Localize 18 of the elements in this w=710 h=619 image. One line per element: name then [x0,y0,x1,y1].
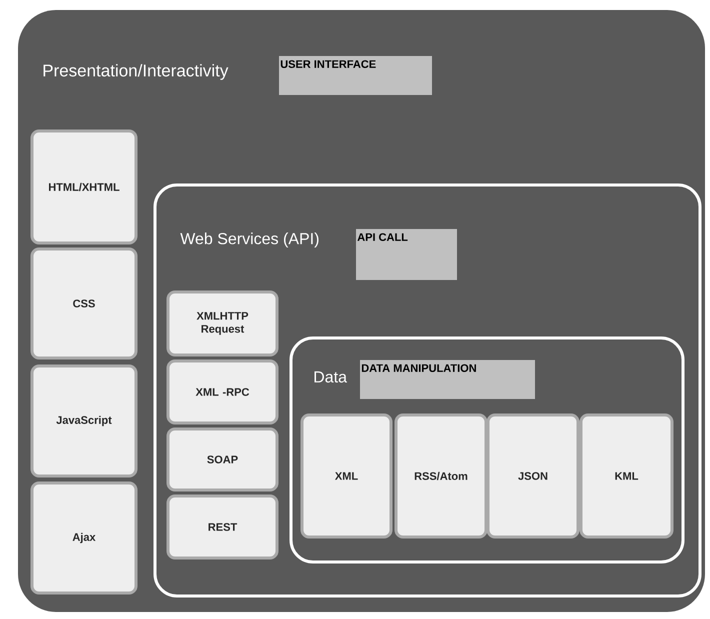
tech-box: HTML/XHTML [30,130,138,244]
tech-box: XML -RPC [166,360,278,424]
tech-box: KML [580,414,674,538]
group-title: Data [314,371,347,383]
label-tag: API CALL [356,229,457,280]
tech-box: RSS/Atom [394,414,488,538]
tech-box: XML [300,414,392,538]
label-tag: USER INTERFACE [279,56,432,95]
tech-box: CSS [30,248,138,360]
group-title: Web Services (API) [180,232,318,248]
tech-box: JavaScript [30,364,138,478]
tech-box: XMLHTTP Request [166,290,278,356]
group-title: Presentation/Interactivity [44,64,228,80]
tech-box: Ajax [30,482,138,594]
label-tag: DATA MANIPULATION [360,360,535,399]
tech-box: SOAP [166,428,278,492]
tech-box: REST [166,494,278,560]
tech-box: JSON [486,414,580,538]
